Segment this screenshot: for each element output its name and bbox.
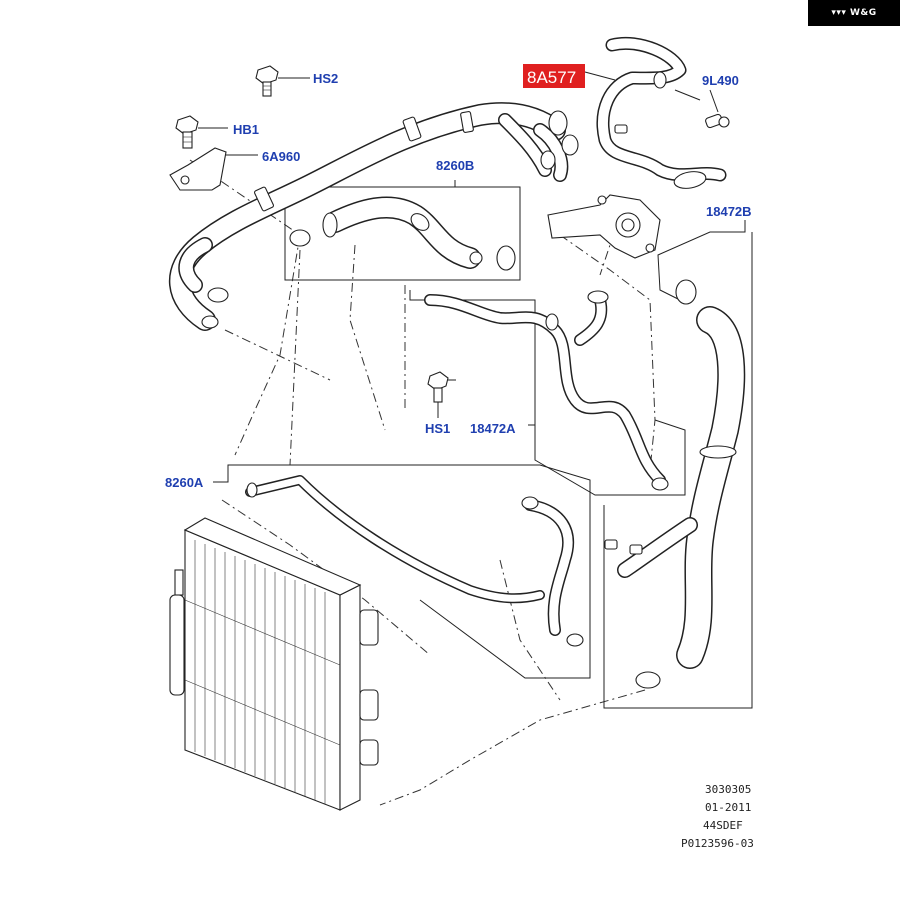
thermostat-housing xyxy=(547,194,661,259)
upper-radiator-hose-assembly xyxy=(168,102,579,331)
fitting-9l490-icon xyxy=(705,113,730,129)
brand-badge-text: W&G xyxy=(850,8,877,18)
reference-line-1: 3030305 xyxy=(705,783,751,796)
hose-8260b xyxy=(289,196,516,271)
callout-8a577: 8A577 xyxy=(527,68,576,87)
brand-badge: ▾▾▾ W&G xyxy=(808,0,900,26)
callout-hs1: HS1 xyxy=(425,421,450,436)
callout-hb1: HB1 xyxy=(233,122,259,137)
bracket-6a960-icon xyxy=(169,147,227,191)
callout-9l490: 9L490 xyxy=(702,73,739,88)
callout-8260b: 8260B xyxy=(436,158,474,173)
hose-18472a xyxy=(424,290,669,491)
bolt-hb1-icon xyxy=(175,115,199,149)
callout-8260a: 8260A xyxy=(165,475,204,490)
assembly-guide-lines xyxy=(189,159,656,806)
callout-18472a: 18472A xyxy=(470,421,516,436)
bolt-hs2-icon xyxy=(255,65,279,97)
callout-6a960: 6A960 xyxy=(262,149,300,164)
reference-line-2: 01-2011 xyxy=(705,801,751,814)
fasteners-top-left xyxy=(169,65,456,418)
callout-8a577-highlight: 8A577 xyxy=(523,64,585,88)
reference-block: 3030305 01-2011 44SDEF P0123596-03 xyxy=(681,783,754,850)
brand-logo-icon: ▾▾▾ xyxy=(831,8,850,18)
hose-8260a xyxy=(245,475,584,647)
group-brackets xyxy=(213,71,753,709)
callout-18472b: 18472B xyxy=(706,204,752,219)
callout-labels: HS2 HB1 6A960 8260B HS1 18472A 8260A 9L4… xyxy=(165,64,752,490)
reference-line-4: P0123596-03 xyxy=(681,837,754,850)
hose-18472b xyxy=(604,279,746,689)
bolt-hs1-icon xyxy=(427,371,449,403)
callout-hs2: HS2 xyxy=(313,71,338,86)
hose-8a577 xyxy=(596,36,730,189)
reference-line-3: 44SDEF xyxy=(703,819,743,832)
radiator xyxy=(169,517,379,811)
